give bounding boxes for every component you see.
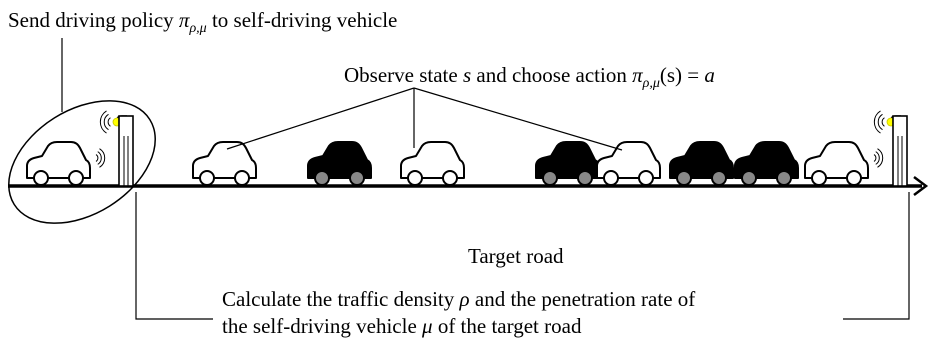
- vehicle-wheel: [603, 170, 619, 186]
- vehicle-wheel: [542, 170, 558, 186]
- vehicle-body: [307, 141, 372, 179]
- vehicle-body: [669, 141, 734, 179]
- vehicle-signal-wave: [875, 151, 880, 165]
- rsu-signal-wave: [881, 117, 885, 127]
- vehicle-wheel: [199, 170, 215, 186]
- vehicle-signal-wave: [95, 154, 99, 162]
- self-driving-vehicle: [26, 141, 106, 186]
- calc-label-line2: the self-driving vehicle μ of the target…: [222, 314, 582, 338]
- vehicle-wheel: [676, 170, 692, 186]
- vehicle-wheel: [577, 170, 593, 186]
- vehicle-wheel: [811, 170, 827, 186]
- vehicle-wheel: [234, 170, 250, 186]
- vehicle-body: [734, 141, 799, 179]
- vehicle-body: [26, 141, 91, 179]
- human-driven-vehicle: [535, 141, 600, 186]
- vehicle-wheel: [314, 170, 330, 186]
- vehicle-wheel: [776, 170, 792, 186]
- vehicle-wheel: [846, 170, 862, 186]
- self-driving-vehicle: [400, 141, 465, 186]
- road-arrow-icon: [913, 176, 929, 196]
- vehicle-body: [804, 141, 869, 179]
- human-driven-vehicle: [669, 141, 734, 186]
- calc-connector-right: [843, 192, 910, 320]
- vehicle-wheel: [68, 170, 84, 186]
- vehicle-signal-wave: [877, 148, 884, 168]
- roadside-unit-right: [873, 110, 908, 187]
- rsu-signal-wave: [107, 117, 111, 127]
- calc-label-line1: Calculate the traffic density ρ and the …: [222, 287, 696, 311]
- vehicle-wheel: [407, 170, 423, 186]
- rsu-pole: [118, 115, 134, 187]
- rsu-signal-wave: [877, 113, 883, 131]
- vehicle-wheel: [711, 170, 727, 186]
- send-highlight-ellipse: [8, 100, 156, 224]
- rsu-signal-wave: [99, 110, 107, 134]
- self-driving-vehicle: [804, 141, 884, 186]
- target-road-label: Target road: [468, 244, 564, 268]
- self-driving-vehicle: [596, 141, 661, 186]
- rsu-signal-wave: [873, 110, 881, 134]
- observe-action-label: Observe state s and choose action πρ,μ(s…: [344, 63, 715, 91]
- observe-connector-line: [413, 87, 623, 151]
- vehicle-body: [596, 141, 661, 179]
- vehicle-wheel: [33, 170, 49, 186]
- self-driving-vehicle: [192, 141, 257, 186]
- human-driven-vehicle: [307, 141, 372, 186]
- vehicle-wheel: [442, 170, 458, 186]
- observe-connector-line: [226, 87, 415, 150]
- human-driven-vehicle: [734, 141, 799, 186]
- vehicle-signal-wave: [873, 154, 877, 162]
- vehicle-signal-wave: [99, 148, 106, 168]
- roadside-unit-left: [99, 110, 134, 187]
- vehicle-wheel: [741, 170, 757, 186]
- vehicle-wheel: [349, 170, 365, 186]
- vehicle-body: [400, 141, 465, 179]
- vehicle-signal-wave: [97, 151, 102, 165]
- rsu-signal-wave: [103, 113, 109, 131]
- vehicle-body: [192, 141, 257, 179]
- vehicle-wheel: [638, 170, 654, 186]
- rsu-pole: [892, 115, 908, 187]
- send-policy-label: Send driving policy πρ,μ to self-driving…: [8, 8, 398, 36]
- calc-connector-left: [135, 192, 213, 320]
